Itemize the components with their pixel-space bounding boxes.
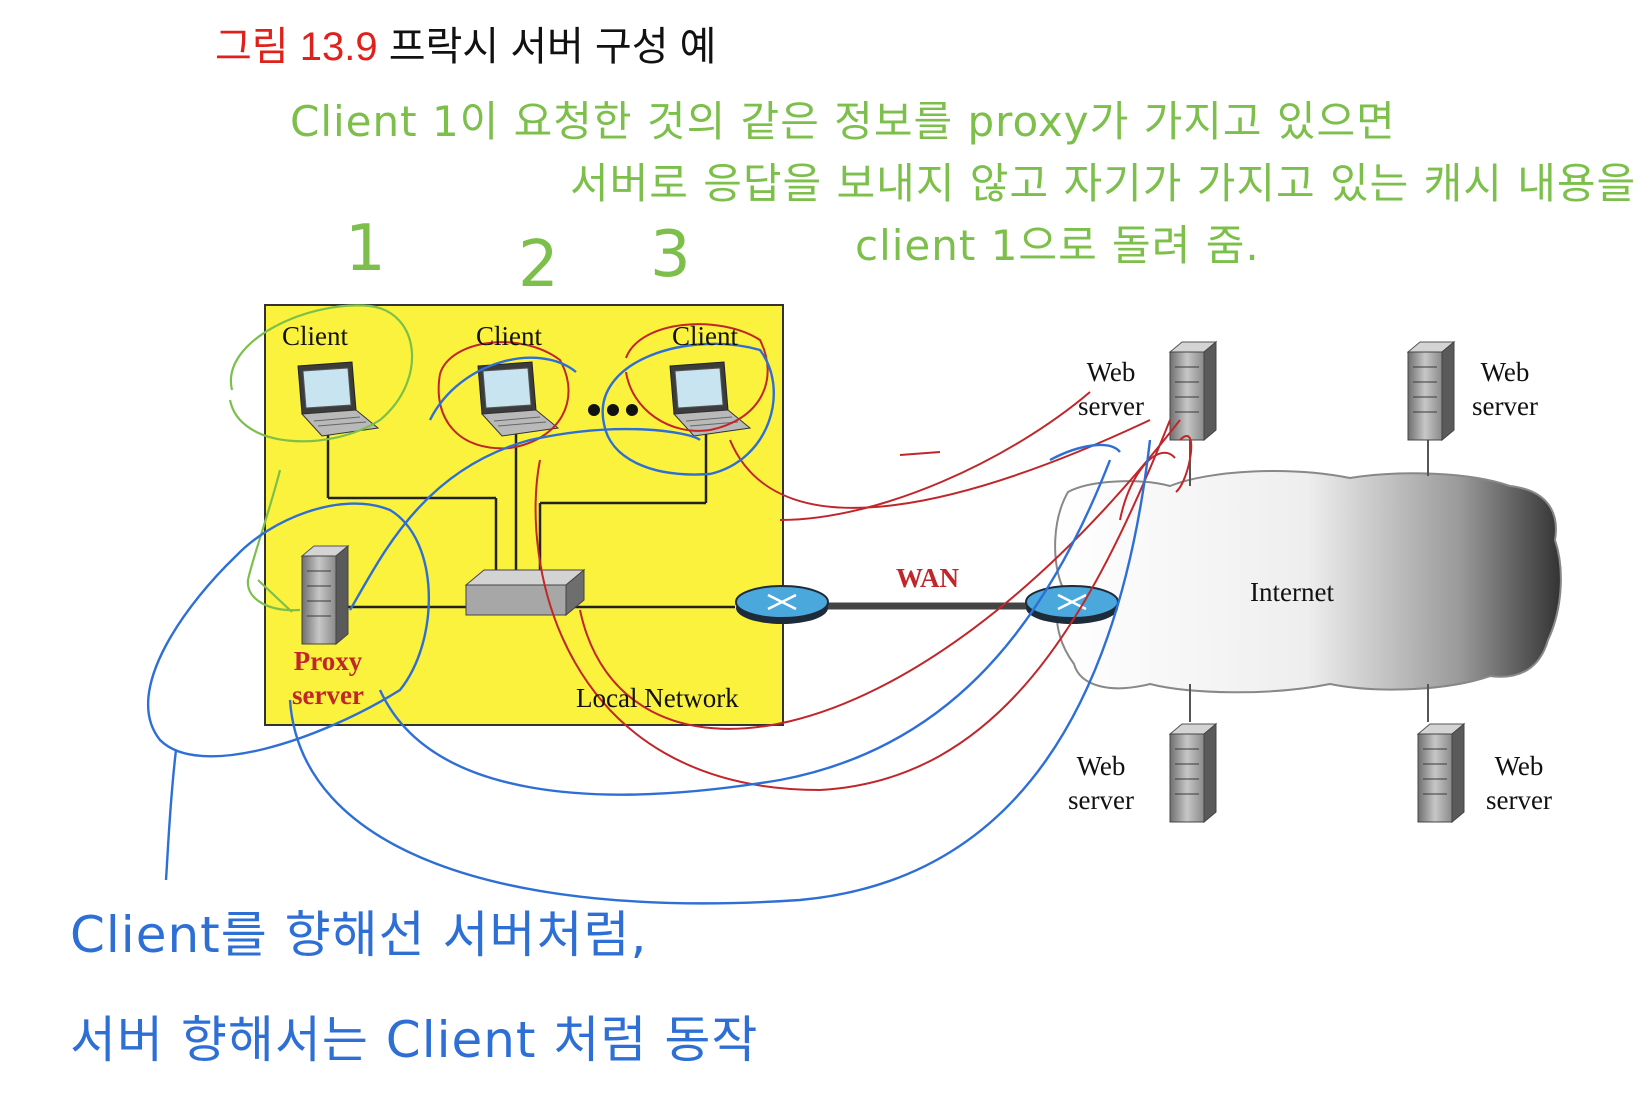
- more-clients-dots: [588, 404, 638, 416]
- web-server-label: Web server: [1486, 751, 1552, 815]
- green-note-line: client 1으로 돌려 줌.: [855, 221, 1260, 270]
- green-note-line: Client 1이 요청한 것의 같은 정보를 proxy가 가지고 있으면: [290, 97, 1396, 146]
- proxy-server-label: Proxy server: [292, 646, 364, 710]
- client-number: 3: [650, 218, 691, 292]
- web-server-label: Web server: [1472, 357, 1538, 421]
- web-server-label: Web server: [1068, 751, 1134, 815]
- proxy-server-icon: [301, 545, 349, 645]
- server-links: [1189, 440, 1429, 722]
- wan-router-icon: [1024, 584, 1120, 626]
- lan-cabling: [326, 432, 735, 609]
- figure-title: 그림 13.9 프락시 서버 구성 예: [215, 14, 716, 72]
- client-number: 1: [345, 212, 386, 286]
- web-server-icon: [1417, 723, 1465, 823]
- figure-number: 그림 13.9: [215, 25, 378, 69]
- switch-icon: [464, 568, 586, 617]
- figure-caption: 프락시 서버 구성 예: [388, 25, 717, 69]
- local-network-label: Local Network: [576, 683, 739, 713]
- lan-router-icon: [734, 584, 830, 626]
- web-server-icon: [1407, 341, 1455, 441]
- internet-label: Internet: [1250, 577, 1334, 607]
- blue-note-line: Client를 향해선 서버처럼,: [70, 906, 648, 964]
- client-label: Client: [672, 321, 738, 351]
- red-annotation-strokes: [437, 323, 1193, 792]
- client-number: 2: [518, 228, 559, 302]
- blue-annotation-strokes: [147, 342, 1152, 905]
- client-label: Client: [476, 321, 542, 351]
- web-server-icon: [1169, 723, 1217, 823]
- blue-note-line: 서버 향해서는 Client 처럼 동작: [70, 1011, 759, 1069]
- wan-label: WAN: [896, 563, 960, 593]
- client-label: Client: [282, 321, 348, 351]
- internet-cloud: [1054, 470, 1562, 694]
- web-server-label: Web server: [1078, 357, 1144, 421]
- green-note-line: 서버로 응답을 보내지 않고 자기가 가지고 있는 캐시 내용을: [570, 159, 1637, 208]
- green-annotation-strokes: [228, 304, 414, 613]
